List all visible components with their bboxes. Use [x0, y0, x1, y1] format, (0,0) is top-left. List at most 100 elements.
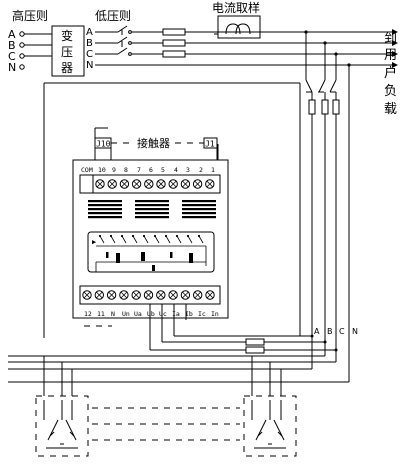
- control-loop: [43, 82, 301, 338]
- bottom-wiring: [149, 304, 338, 354]
- svg-text:B: B: [327, 327, 333, 336]
- terminal-screw: [107, 179, 117, 189]
- relay-board: ▶: [87, 231, 215, 273]
- terminal-screw: [192, 179, 203, 189]
- top-terminal-block: [79, 174, 221, 194]
- relay-switches: [98, 234, 204, 244]
- svg-text:J1: J1: [205, 140, 215, 149]
- capacitor-bank-right: [243, 395, 297, 457]
- svg-text:Ub: Ub: [147, 310, 155, 318]
- capacitor-bank-links: [92, 407, 240, 441]
- hv-phase-c: C: [8, 50, 16, 63]
- svg-text:▶: ▶: [92, 238, 97, 246]
- svg-text:载: 载: [384, 102, 397, 117]
- terminal-screw: [119, 290, 129, 300]
- lv-fuse-b: [162, 39, 186, 47]
- terminal-screw: [94, 290, 105, 300]
- hv-lines: [19, 31, 52, 70]
- terminal-screw: [168, 179, 178, 189]
- load-label: 到 用 户 负 载: [384, 31, 397, 117]
- ct-label: 电流取样: [212, 0, 260, 15]
- contactor-label: 接触器: [137, 136, 170, 150]
- terminal-screw: [119, 179, 130, 189]
- svg-text:Ic: Ic: [198, 310, 206, 318]
- lv-phase-a: A: [86, 27, 93, 38]
- svg-text:Uc: Uc: [159, 310, 167, 318]
- svg-text:7: 7: [137, 166, 141, 174]
- lv-fuse-a: [162, 28, 186, 36]
- transformer-char-2: 压: [61, 45, 73, 59]
- svg-text:8: 8: [124, 166, 128, 174]
- svg-text:Un: Un: [122, 310, 130, 318]
- svg-text:12: 12: [84, 310, 92, 318]
- hv-phase-b: B: [8, 39, 16, 52]
- svg-text:5: 5: [161, 166, 165, 174]
- svg-text:Ua: Ua: [134, 310, 142, 318]
- svg-text:负: 负: [384, 84, 397, 99]
- top-terminal-screws: [95, 179, 215, 189]
- capacitor-drops: [43, 356, 282, 396]
- contactor-row: J10 接触器 J1: [94, 136, 218, 160]
- transformer-char-1: 变: [61, 28, 73, 43]
- terminal-screw: [95, 179, 105, 189]
- svg-text:Ib: Ib: [185, 310, 193, 318]
- terminal-screw: [131, 290, 141, 300]
- svg-text:到: 到: [384, 31, 397, 46]
- bottom-terminal-screws: [82, 290, 215, 300]
- hv-phase-n: N: [8, 61, 16, 74]
- svg-text:3: 3: [186, 166, 190, 174]
- svg-text:A: A: [314, 327, 320, 336]
- capacitor-bank-left: [35, 395, 89, 457]
- lv-fuse-c: [162, 50, 186, 58]
- bottom-phase-labels: A B C N: [314, 327, 358, 336]
- svg-text:N: N: [111, 310, 115, 318]
- terminal-screw: [106, 290, 117, 300]
- terminal-screw: [205, 290, 215, 300]
- terminal-screw: [193, 290, 203, 300]
- terminal-screw: [156, 179, 166, 189]
- lower-bus: [8, 336, 349, 383]
- svg-text:Ia: Ia: [172, 310, 180, 318]
- lv-phase-n: N: [86, 60, 93, 71]
- svg-text:2: 2: [199, 166, 203, 174]
- lv-phase-b: B: [86, 38, 93, 49]
- top-terminal-labels: COM 10 9 8 7 6 5 4 3 2 1: [81, 166, 215, 174]
- bottom-terminal-block: [79, 285, 221, 305]
- svg-text:10: 10: [98, 166, 106, 174]
- svg-text:COM: COM: [81, 166, 93, 174]
- hv-phase-labels: A B C N: [8, 28, 16, 74]
- terminal-screw: [180, 290, 191, 300]
- lv-lines: [95, 25, 398, 68]
- bus-taps: [304, 30, 351, 382]
- svg-text:In: In: [211, 310, 219, 318]
- terminal-screw: [156, 290, 166, 300]
- svg-text:9: 9: [112, 166, 116, 174]
- svg-text:11: 11: [97, 310, 105, 318]
- svg-text:6: 6: [149, 166, 153, 174]
- svg-text:4: 4: [174, 166, 178, 174]
- svg-text:用: 用: [384, 48, 397, 63]
- vent-grilles: [88, 200, 216, 219]
- transformer-char-3: 器: [61, 61, 73, 75]
- transformer-box: [51, 25, 85, 77]
- terminal-screw: [144, 179, 154, 189]
- current-transformer: [214, 15, 261, 39]
- svg-text:C: C: [339, 327, 345, 336]
- low-side-label: 低压则: [95, 9, 131, 23]
- lv-phase-labels: A B C N: [86, 27, 93, 71]
- lv-phase-c: C: [86, 49, 93, 60]
- terminal-screw: [205, 179, 215, 189]
- hv-phase-a: A: [8, 28, 16, 41]
- terminal-screw: [143, 290, 154, 300]
- svg-text:1: 1: [211, 166, 215, 174]
- svg-text:J10: J10: [96, 140, 111, 149]
- svg-text:N: N: [352, 327, 358, 336]
- terminal-screw: [180, 179, 191, 189]
- high-side-label: 高压则: [12, 8, 48, 23]
- svg-text:户: 户: [384, 65, 397, 81]
- terminal-screw: [82, 290, 92, 300]
- terminal-screw: [131, 179, 142, 189]
- bottom-terminal-labels: 12 11 N Un Ua Ub Uc Ia Ib Ic In: [84, 310, 219, 318]
